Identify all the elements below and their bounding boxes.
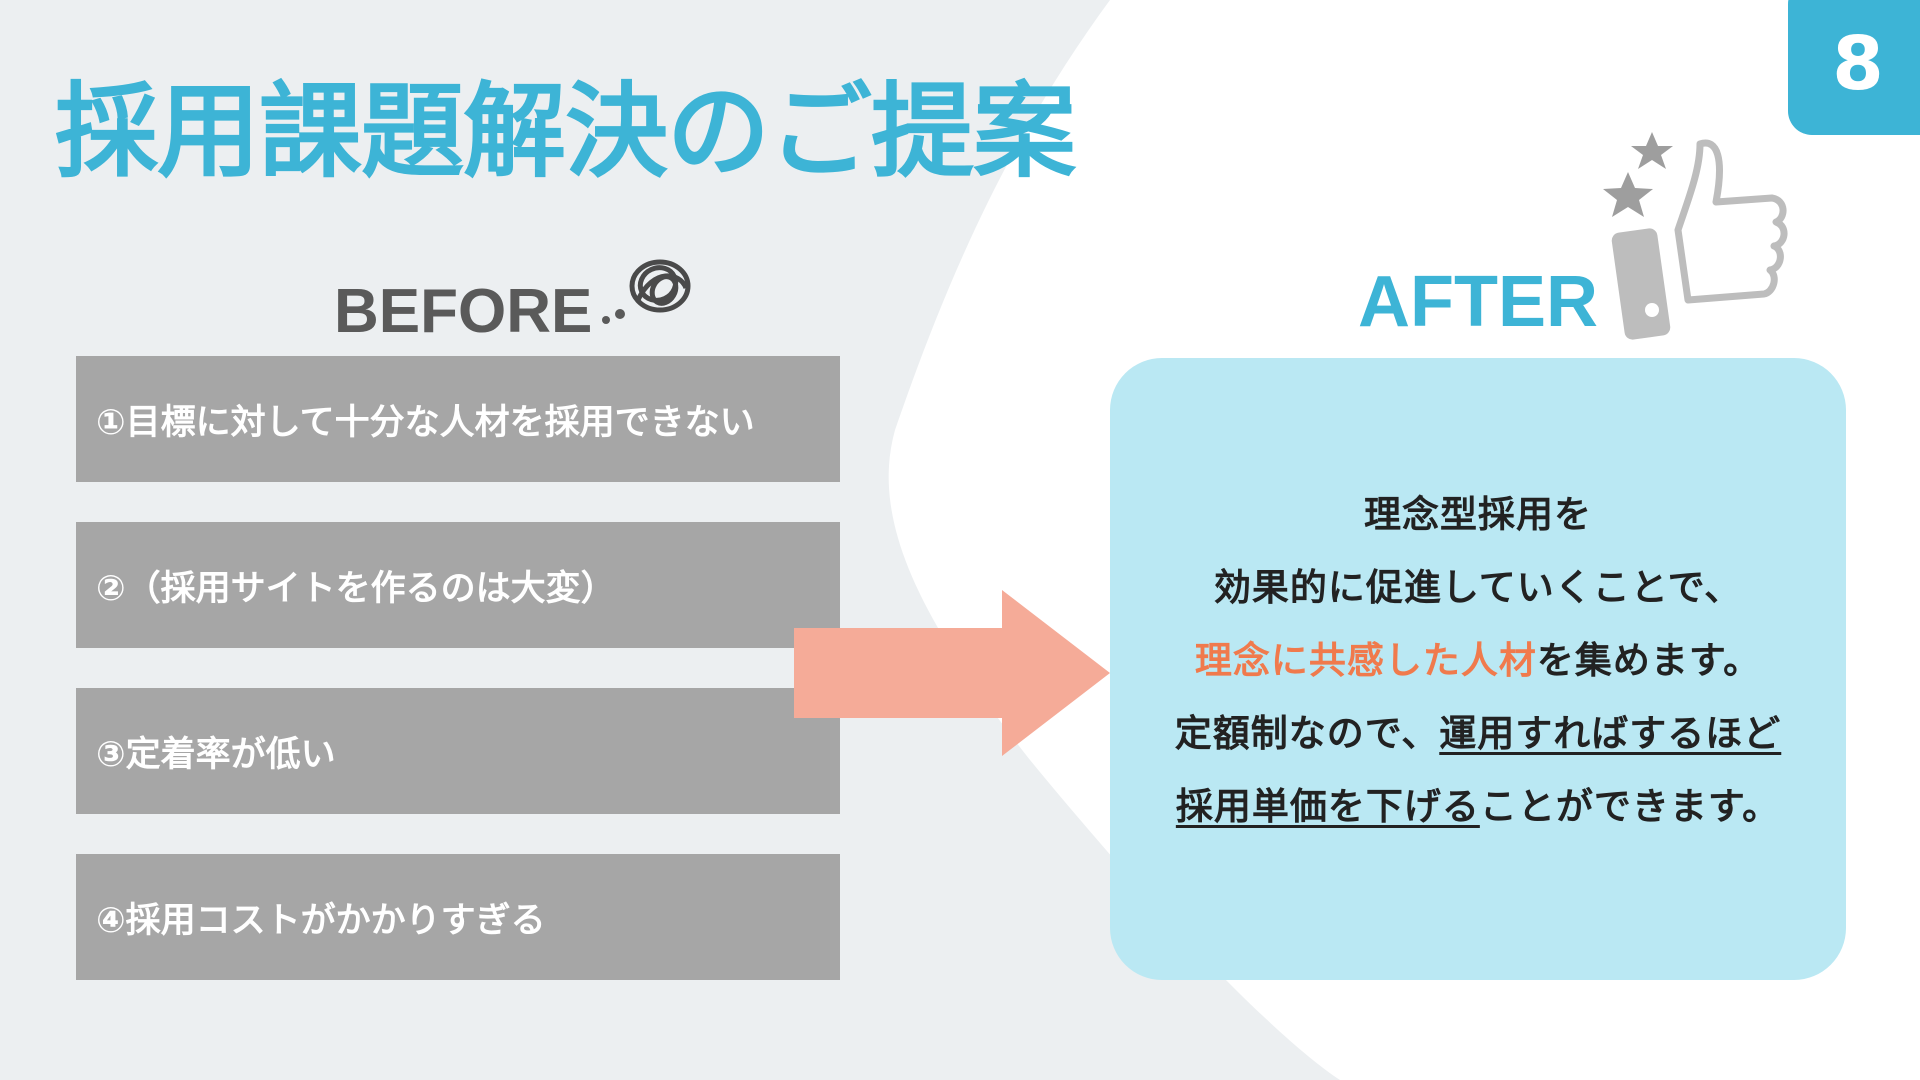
after-line-3: 理念に共感した人材を集めます。 <box>1110 624 1846 697</box>
underlined-phrase-1: 運用すればするほど <box>1439 712 1782 755</box>
tangled-scribble-icon <box>602 259 691 324</box>
page-title: 採用課題解決のご提案 <box>55 72 1076 192</box>
after-line-4: 定額制なので、運用すればするほど <box>1110 697 1846 770</box>
page-number: 8 <box>1832 21 1884 107</box>
after-line-2: 効果的に促進していくことで、 <box>1213 566 1743 609</box>
problem-item-2: ②（採用サイトを作るのは大変） <box>76 522 840 648</box>
problem-item-3-text: ③定着率が低い <box>96 734 336 775</box>
after-line-3-rest: を集めます。 <box>1536 639 1762 682</box>
before-label: BEFORE <box>334 277 593 346</box>
problem-item-4-text: ④採用コストがかかりすぎる <box>96 900 546 941</box>
right-arrow-icon <box>794 590 1110 756</box>
after-label: AFTER <box>1358 262 1598 342</box>
after-line-1: 理念型採用を <box>1364 493 1592 536</box>
problem-item-4: ④採用コストがかかりすぎる <box>76 854 840 980</box>
problem-item-1: ①目標に対して十分な人材を採用できない <box>76 356 840 482</box>
underlined-phrase-2: 採用単価を下げる <box>1175 785 1480 828</box>
after-box <box>1110 358 1846 980</box>
after-line-4-prefix: 定額制なので、 <box>1174 712 1440 755</box>
problem-item-1-text: ①目標に対して十分な人材を採用できない <box>96 402 755 443</box>
problem-item-2-text: ②（採用サイトを作るのは大変） <box>96 568 616 609</box>
problem-item-3: ③定着率が低い <box>76 688 840 814</box>
thumbs-up-stars-icon <box>1603 132 1788 340</box>
after-line-5-rest: ことができます。 <box>1479 785 1781 828</box>
after-description: 理念型採用を 効果的に促進していくことで、 理念に共感した人材を集めます。 定額… <box>1110 478 1846 843</box>
after-line-5: 採用単価を下げることができます。 <box>1110 770 1846 843</box>
highlight-phrase: 理念に共感した人材 <box>1194 639 1537 682</box>
page-number-badge <box>1788 0 1920 135</box>
